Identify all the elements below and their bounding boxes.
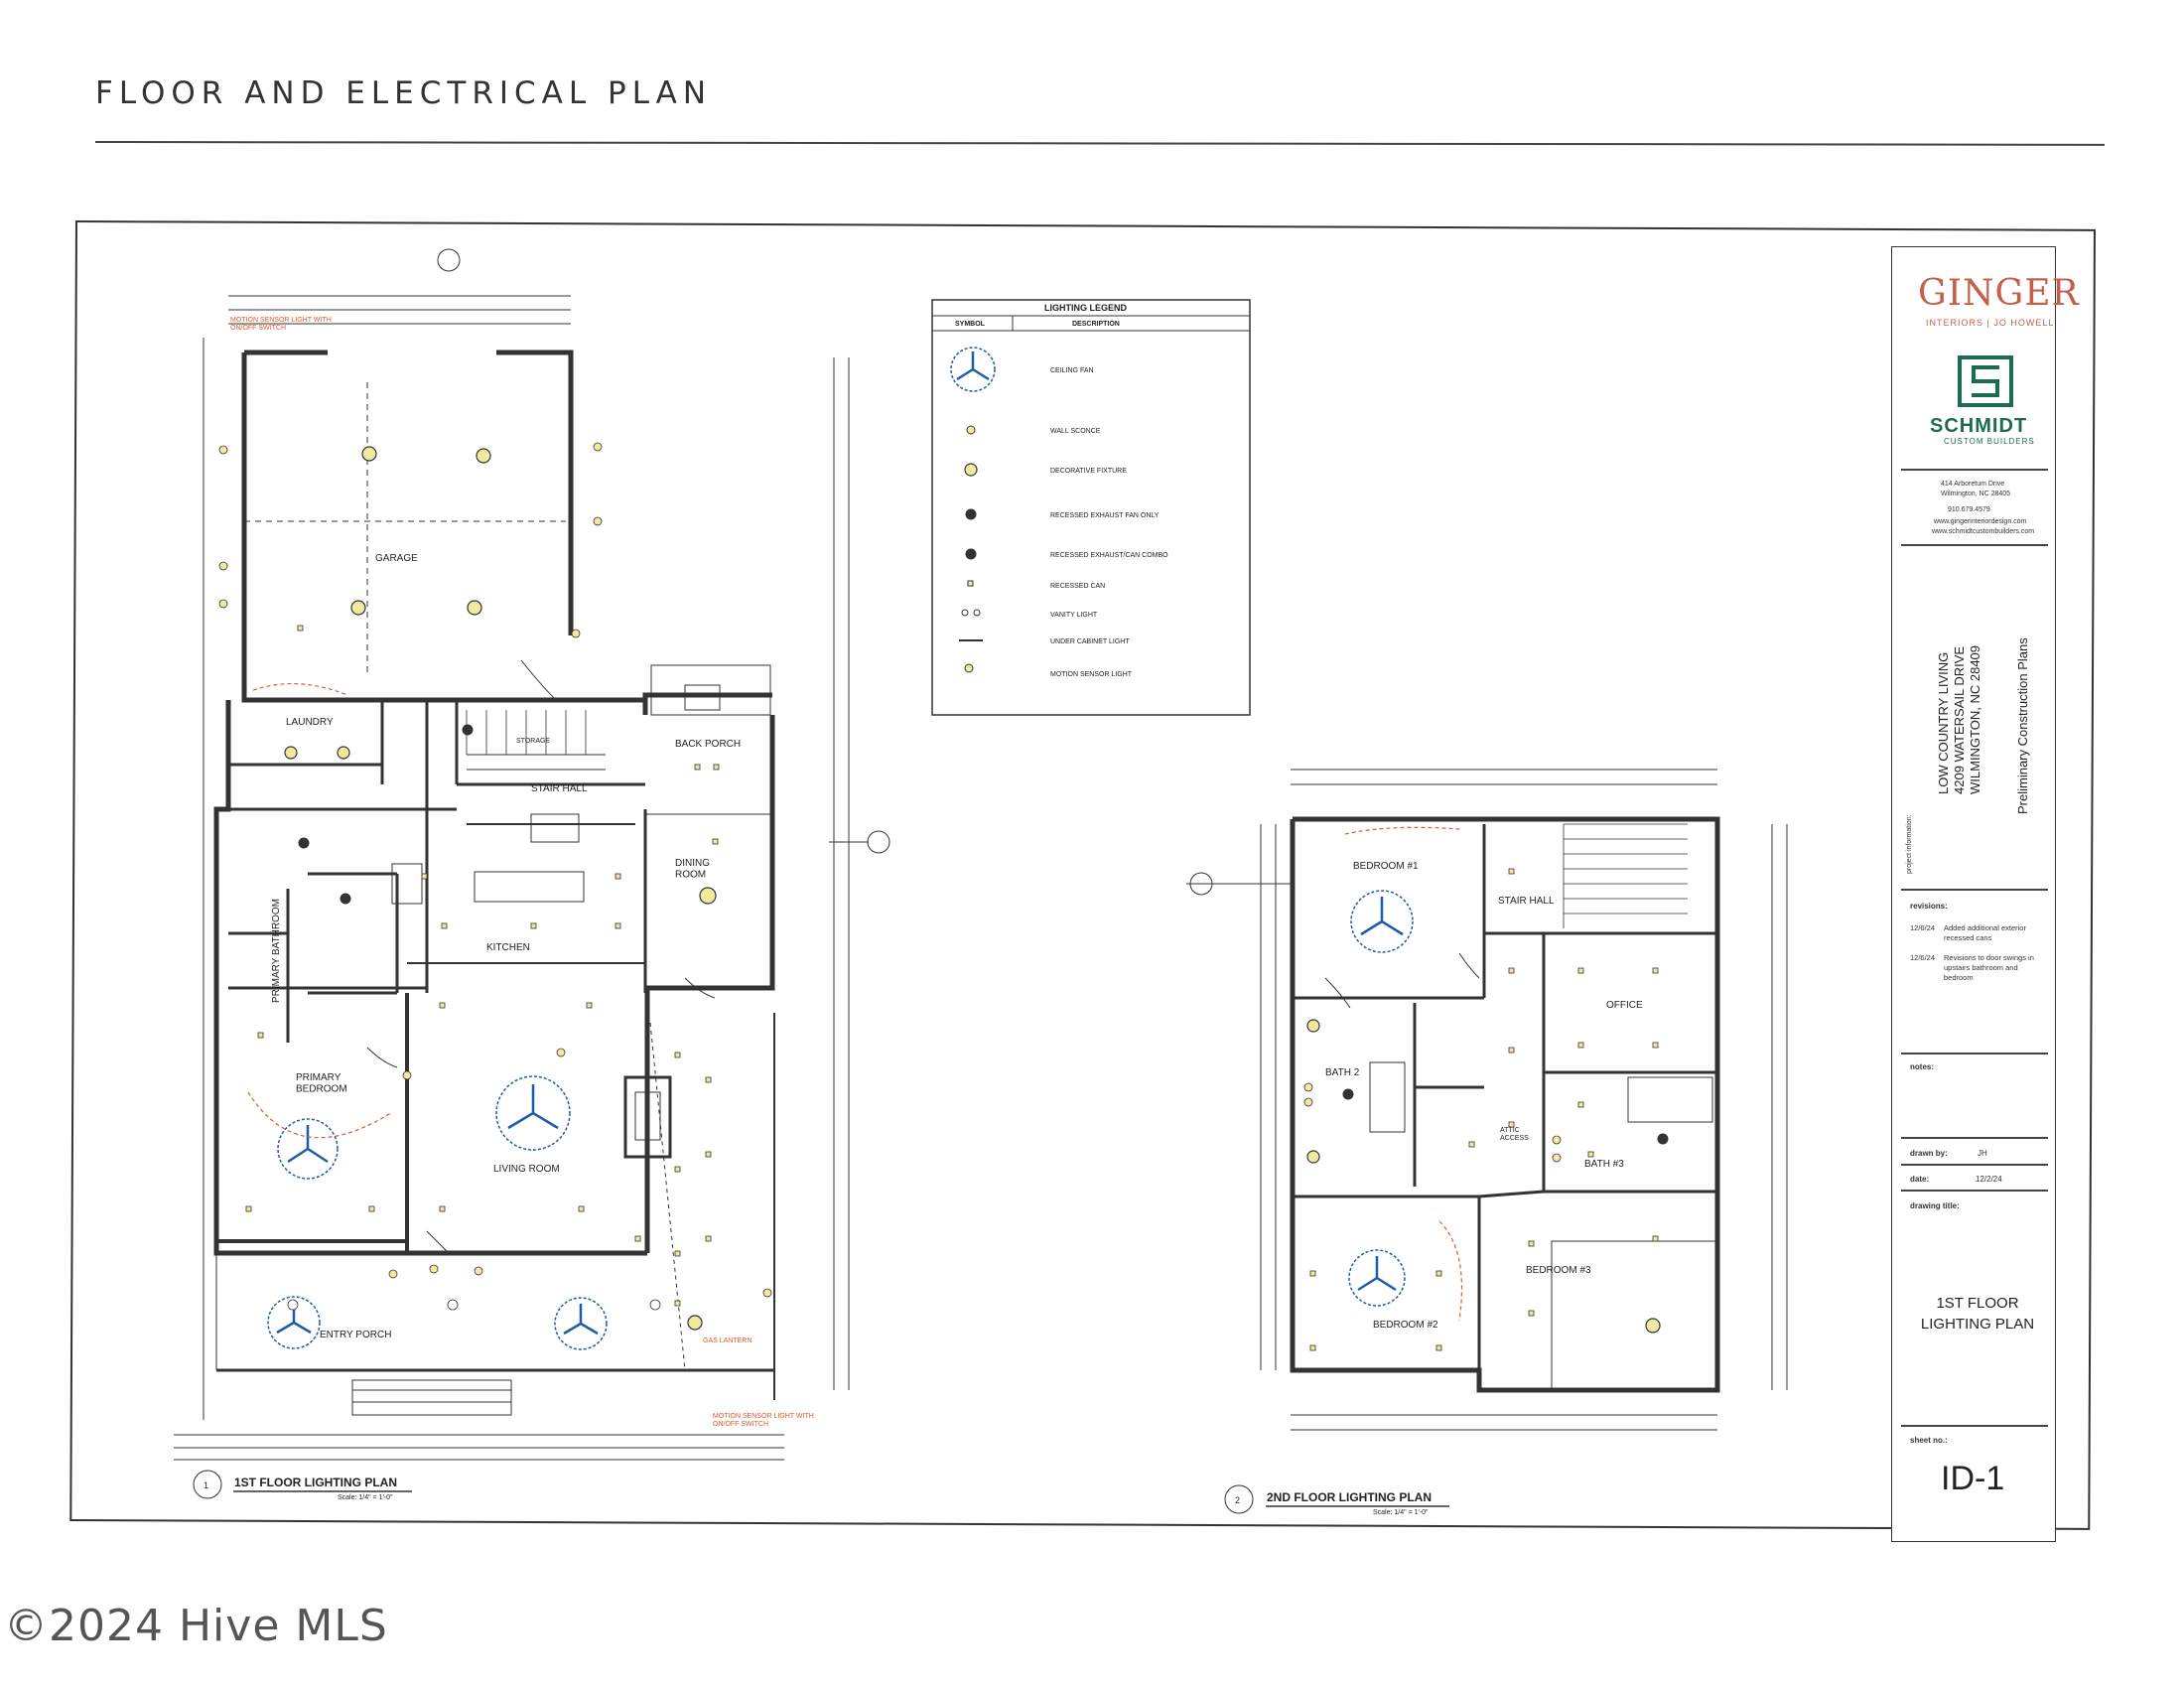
plan1-number: 1 <box>204 1480 208 1490</box>
revision-2-text: Revisions to door swings in upstairs bat… <box>1944 953 2034 982</box>
project-street: 4209 WATERSAIL DRIVE <box>1952 645 1967 794</box>
room-label-primary-bathroom: PRIMARY BATHROOM <box>271 899 282 1003</box>
revision-2-date: 12/6/24 <box>1910 953 1936 962</box>
drawn-by-value: JH <box>1978 1149 1987 1158</box>
plan2-number: 2 <box>1235 1495 1240 1505</box>
room-label-storage: STORAGE <box>516 738 550 745</box>
ginger-logo-subtitle: INTERIORS | JO HOWELL <box>1926 318 2055 328</box>
note-gas-lantern: GAS LANTERN <box>703 1337 751 1344</box>
ginger-logo: GINGER <box>1918 273 2080 314</box>
date-label: date: <box>1910 1175 1930 1184</box>
plan2-title: 2ND FLOOR LIGHTING PLAN <box>1267 1490 1432 1504</box>
legend-item-under-cabinet-light: UNDER CABINET LIGHT <box>1050 638 1130 645</box>
room-label-entry-porch: ENTRY PORCH <box>320 1330 391 1340</box>
legend-item-wall-sconce: WALL SCONCE <box>1050 428 1101 435</box>
drawing-title: 1ST FLOOR LIGHTING PLAN <box>1914 1293 2041 1335</box>
drawing-title-line-2: LIGHTING PLAN <box>1920 1316 2035 1333</box>
room-label-stair-hall-1: STAIR HALL <box>531 783 588 794</box>
project-info-label: project information: <box>1906 814 1913 874</box>
room-label-bedroom-2: BEDROOM #2 <box>1373 1320 1438 1331</box>
legend-item-motion-sensor-light: MOTION SENSOR LIGHT <box>1050 671 1133 678</box>
legend-item-exhaust-fan: RECESSED EXHAUST FAN ONLY <box>1050 512 1160 519</box>
room-label-kitchen: KITCHEN <box>486 942 530 953</box>
room-label-bedroom-1: BEDROOM #1 <box>1353 861 1419 872</box>
legend-item-ceiling-fan: CEILING FAN <box>1050 367 1094 374</box>
website-1: www.gingerinteriordesign.com <box>1934 518 2027 525</box>
room-label-stair-hall-2: STAIR HALL <box>1498 896 1555 907</box>
plan-status: Preliminary Construction Plans <box>2015 637 2030 814</box>
legend-item-vanity-light: VANITY LIGHT <box>1050 612 1098 619</box>
second-floor-plan <box>1186 769 1788 1514</box>
plan1-title: 1ST FLOOR LIGHTING PLAN <box>234 1476 397 1489</box>
room-label-bath-2: BATH 2 <box>1325 1067 1360 1078</box>
room-label-bath-3: BATH #3 <box>1584 1159 1624 1170</box>
address-line-1: 414 Arboretum Drive <box>1941 481 2005 488</box>
notes-label: notes: <box>1910 1062 1934 1071</box>
legend-item-exhaust-can-combo: RECESSED EXHAUST/CAN COMBO <box>1050 552 1168 559</box>
plan2-scale: Scale: 1/4" = 1'-0" <box>1373 1509 1429 1516</box>
revision-1-text: Added additional exterior recessed cans <box>1944 923 2026 942</box>
revisions-label: revisions: <box>1910 902 1948 911</box>
page-title: FLOOR AND ELECTRICAL PLAN <box>95 75 713 111</box>
drawing-title-line-1: 1ST FLOOR <box>1936 1295 2019 1312</box>
room-label-back-porch: BACK PORCH <box>675 739 741 750</box>
sheet-no-label: sheet no.: <box>1910 1436 1948 1445</box>
drawing-title-label: drawing title: <box>1910 1201 1960 1210</box>
address-line-2: Wilmington, NC 28405 <box>1941 491 2011 497</box>
legend-col-symbol: SYMBOL <box>955 321 986 328</box>
revision-1-date: 12/6/24 <box>1910 923 1936 932</box>
legend-item-recessed-can: RECESSED CAN <box>1050 583 1105 590</box>
drawn-by-label: drawn by: <box>1910 1149 1948 1158</box>
lighting-legend-box <box>931 299 1251 716</box>
project-city: WILMINGTON, NC 28409 <box>1968 644 1982 794</box>
schmidt-logo-text: SCHMIDT <box>1930 415 2028 437</box>
date-value: 12/2/24 <box>1976 1175 2002 1184</box>
phone: 910.679.4579 <box>1948 506 1990 513</box>
project-name: LOW COUNTRY LIVING <box>1936 651 1951 794</box>
room-label-garage: GARAGE <box>375 553 418 564</box>
first-floor-plan <box>174 248 890 1499</box>
plan1-scale: Scale: 1/4" = 1'-0" <box>338 1494 393 1501</box>
website-2: www.schmidtcustombuilders.com <box>1932 528 2035 535</box>
room-label-office: OFFICE <box>1606 1000 1643 1011</box>
legend-item-decorative-fixture: DECORATIVE FIXTURE <box>1050 468 1127 475</box>
room-label-laundry: LAUNDRY <box>286 717 334 728</box>
sheet-number: ID-1 <box>1941 1460 2005 1497</box>
legend-title: LIGHTING LEGEND <box>1044 303 1128 313</box>
schmidt-logo-icon <box>1958 355 2013 407</box>
room-label-living-room: LIVING ROOM <box>493 1164 560 1175</box>
schmidt-logo-subtitle: CUSTOM BUILDERS <box>1944 437 2035 446</box>
mls-watermark: ©2024 Hive MLS <box>4 1601 388 1651</box>
legend-col-description: DESCRIPTION <box>1072 321 1120 328</box>
room-label-bedroom-3: BEDROOM #3 <box>1526 1265 1591 1276</box>
title-block <box>1891 246 2056 1542</box>
